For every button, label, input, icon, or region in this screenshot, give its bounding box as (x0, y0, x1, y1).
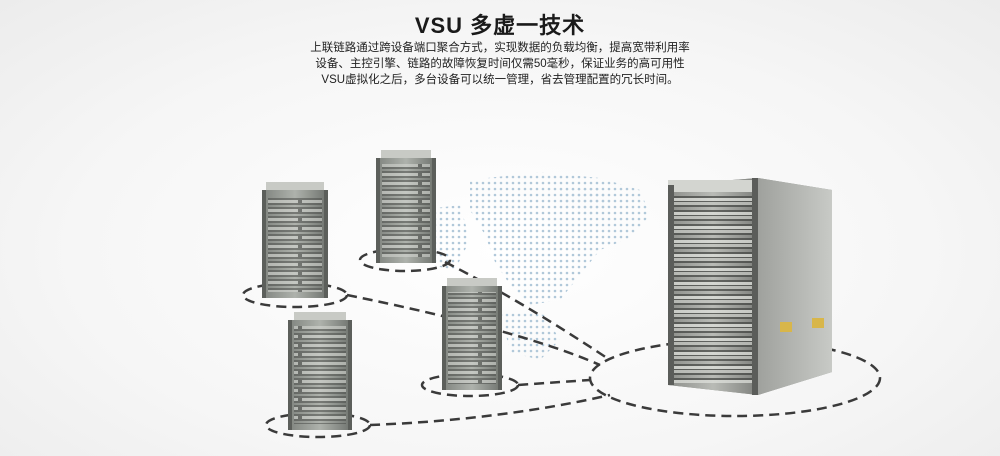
switch-core-chassis (668, 178, 832, 395)
section-title: VSU 多虚一技术 (414, 13, 586, 38)
warning-label-left (780, 322, 792, 332)
link-path-2 (444, 260, 611, 362)
switch-small-2 (376, 150, 436, 263)
link-path-4 (369, 393, 611, 427)
section-description: 上联链路通过跨设备端口聚合方式，实现数据的负载均衡，提高宽带利用率 设备、主控引… (250, 40, 750, 88)
switch-small-1 (262, 182, 328, 298)
link-path-3 (517, 378, 591, 387)
warning-label-right (812, 318, 824, 328)
description-line-1: 上联链路通过跨设备端口聚合方式，实现数据的负载均衡，提高宽带利用率 (310, 42, 690, 54)
switch-small-4 (288, 312, 352, 430)
description-line-3: VSU虚拟化之后，多台设备可以统一管理，省去管理配置的冗长时间。 (321, 74, 679, 86)
world-map-dots (418, 172, 650, 360)
switch-small-3 (442, 278, 502, 390)
description-line-2: 设备、主控引擎、链路的故障恢复时间仅需50毫秒，保证业务的高可用性 (315, 58, 685, 70)
